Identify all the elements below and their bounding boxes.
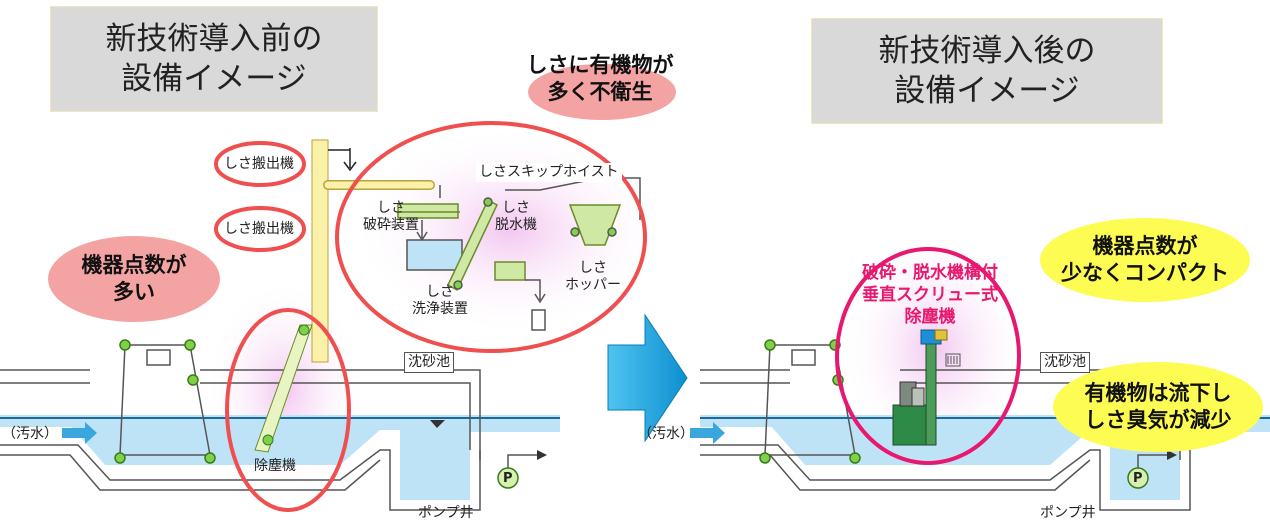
callout-organic-line1: しさに有機物が xyxy=(526,53,674,77)
callout-many-devices: 機器点数が 多い xyxy=(48,236,220,322)
label-washer: しさ 洗浄装置 xyxy=(412,284,468,318)
callout-odor: 有機物は流下し しさ臭気が減少 xyxy=(1053,362,1263,452)
callout-compact: 機器点数が 少なくコンパクト xyxy=(1040,218,1250,302)
left-highlight-rings xyxy=(214,121,647,512)
sewage-arrow-left xyxy=(62,422,97,444)
callout-compact-line1: 機器点数が xyxy=(1092,234,1198,258)
label-sewage-right: （汚水） xyxy=(638,426,694,442)
right-screw-device xyxy=(835,247,1021,465)
device-label-line2: 垂直スクリュー式 xyxy=(862,285,998,305)
label-hopper-line1: しさ xyxy=(579,260,607,276)
after-title-line1: 新技術導入後の xyxy=(878,33,1096,69)
device-label-line3: 除塵機 xyxy=(904,307,956,327)
before-title-box: 新技術導入前の 設備イメージ xyxy=(50,6,378,112)
left-conveyor xyxy=(254,139,435,453)
label-skip-hoist: しさスキップホイスト xyxy=(476,163,622,182)
callout-organic-line2: 多く不衛生 xyxy=(547,80,653,104)
label-hopper-line2: ホッパー xyxy=(565,277,621,293)
callout-odor-line1: 有機物は流下し xyxy=(1084,381,1232,405)
device-label-line1: 破砕・脱水機構付 xyxy=(862,263,998,283)
label-washer-line2: 洗浄装置 xyxy=(412,301,468,317)
label-dewater-line1: しさ xyxy=(502,200,530,216)
left-channel xyxy=(0,369,560,511)
label-screen: 除塵機 xyxy=(254,458,296,474)
callout-compact-line2: 少なくコンパクト xyxy=(1061,261,1229,285)
label-dewater-line2: 脱水機 xyxy=(495,217,537,233)
label-hopper: しさ ホッパー xyxy=(565,260,621,294)
left-processing-equipment xyxy=(397,177,641,331)
right-bar-screen xyxy=(759,339,861,464)
label-crusher: しさ 破砕装置 xyxy=(363,200,419,234)
label-sewage-left: （汚水） xyxy=(2,426,58,442)
after-title-box: 新技術導入後の 設備イメージ xyxy=(811,18,1163,124)
callout-organic: しさに有機物が 多く不衛生 xyxy=(508,38,692,120)
callout-odor-line2: しさ臭気が減少 xyxy=(1084,408,1232,432)
after-title-line2: 設備イメージ xyxy=(894,73,1080,109)
transition-arrow xyxy=(607,313,688,443)
label-pump-well-right: ポンプ井 xyxy=(1040,505,1096,521)
left-pump xyxy=(497,450,547,489)
callout-many-line1: 機器点数が xyxy=(81,253,187,277)
before-title-line2: 設備イメージ xyxy=(121,61,307,97)
label-crusher-line1: しさ xyxy=(377,200,405,216)
label-dewater: しさ 脱水機 xyxy=(495,200,537,234)
right-pump xyxy=(1127,450,1177,489)
left-bar-screen xyxy=(114,339,216,464)
label-washer-line1: しさ xyxy=(426,284,454,300)
pump-letter-left: P xyxy=(503,471,513,486)
label-crusher-line2: 破砕装置 xyxy=(363,217,419,233)
label-conveyor-2: しさ搬出機 xyxy=(224,221,294,237)
sewage-arrow-right xyxy=(690,422,725,444)
callout-many-line2: 多い xyxy=(113,280,155,304)
device-label: 破砕・脱水機構付 垂直スクリュー式 除塵機 xyxy=(850,262,1010,328)
pump-letter-right: P xyxy=(1133,471,1143,486)
before-title-line1: 新技術導入前の xyxy=(105,21,323,57)
label-grit-chamber-left: 沈砂池 xyxy=(404,352,454,373)
label-conveyor-1: しさ搬出機 xyxy=(224,156,294,172)
label-grit-chamber-right: 沈砂池 xyxy=(1040,352,1090,373)
label-pump-well-left: ポンプ井 xyxy=(418,505,474,521)
